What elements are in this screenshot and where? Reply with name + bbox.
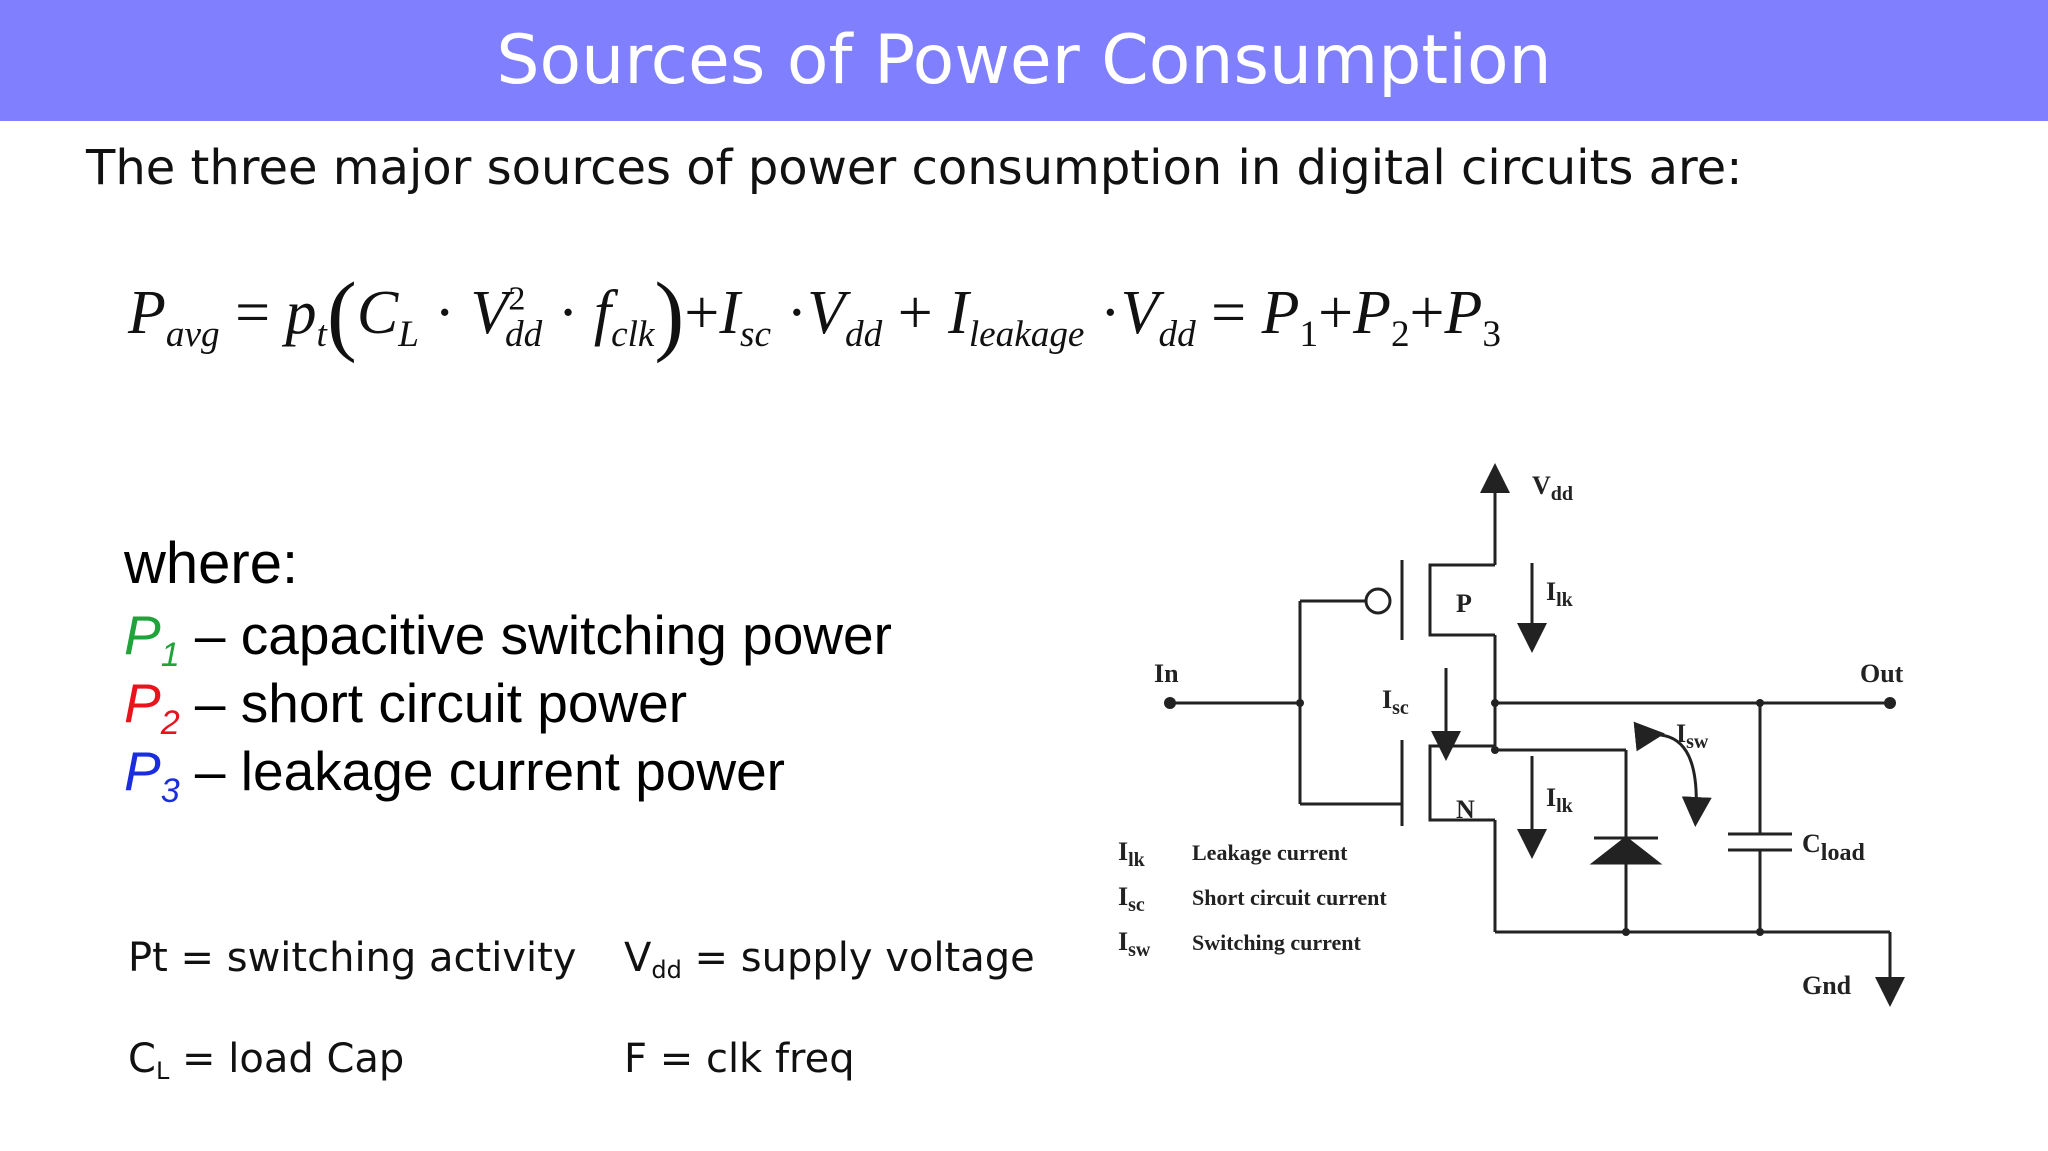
power-equation: Pavg = pt(CL · V2dd · fclk)+Isc ·Vdd + I…: [128, 270, 1501, 360]
cmos-inverter-diagram: Vdd P N Ilk Ilk Isc Isw In Out Cload Gnd…: [1118, 463, 1905, 1007]
gnd-label: Gnd: [1802, 971, 1852, 1000]
term-p3-symbol: P: [124, 740, 161, 802]
eq-r2-sub: 2: [1390, 314, 1410, 356]
isw-arrow: [1633, 721, 1712, 827]
term-p2: P2 – short circuit power: [124, 671, 687, 743]
vdd-label: Vdd: [1532, 471, 1573, 505]
eq-r3: P: [1444, 279, 1483, 348]
eq-f: f: [593, 279, 612, 348]
note-pt: Pt = switching activity: [128, 935, 577, 981]
term-p2-text: – short circuit power: [179, 672, 688, 734]
note-vdd-rest: = supply voltage: [681, 935, 1035, 981]
eq-r3-sub: 3: [1482, 314, 1501, 356]
term-p1-sub: 1: [160, 635, 180, 674]
term-p3: P3 – leakage current power: [124, 739, 785, 811]
junction-drain: [1491, 746, 1499, 754]
term-p2-sub: 2: [160, 703, 180, 742]
note-f: F = clk freq: [624, 1036, 855, 1082]
isw-label: Isw: [1676, 719, 1709, 753]
note-cl-rest: = load Cap: [169, 1036, 405, 1082]
legend-isc-symbol: Isc: [1118, 882, 1145, 916]
term-p1-symbol: P: [124, 604, 161, 666]
eq-r1-sub: 1: [1299, 314, 1319, 356]
intro-text: The three major sources of power consump…: [86, 140, 1743, 196]
legend-isc-desc: Short circuit current: [1192, 885, 1387, 910]
eq-plus-1: +: [684, 279, 720, 348]
input-dot: [1164, 697, 1176, 709]
eq-dot-2: ·: [557, 279, 579, 348]
eq-dot-4: ·: [1099, 279, 1121, 348]
isc-label: Isc: [1382, 685, 1409, 719]
eq-lhs-sub: avg: [165, 314, 220, 356]
eq-r1: P: [1261, 279, 1300, 348]
eq-equals-1: =: [235, 279, 271, 348]
eq-c: C: [356, 279, 399, 348]
eq-f-sub: clk: [611, 314, 655, 356]
junction-gate: [1296, 699, 1304, 707]
term-p3-text: – leakage current power: [179, 740, 785, 802]
slide-title: Sources of Power Consumption: [496, 21, 1552, 100]
note-cl: CL = load Cap: [128, 1036, 404, 1085]
eq-v2-sub: dd: [845, 314, 883, 356]
eq-p: p: [285, 279, 317, 348]
eq-lparen: (: [326, 265, 357, 364]
term-p2-symbol: P: [124, 672, 161, 734]
eq-c-sub: L: [398, 314, 419, 356]
eq-lhs: P: [128, 279, 166, 348]
eq-r2: P: [1353, 279, 1391, 348]
note-cl-sub: L: [155, 1057, 170, 1086]
cload-label: Cload: [1802, 829, 1865, 866]
junction-out: [1491, 699, 1499, 707]
nmos-body: [1428, 744, 1495, 822]
eq-i1-sub: sc: [739, 314, 771, 356]
eq-plus-4: +: [1409, 279, 1445, 348]
legend-isw-symbol: Isw: [1118, 927, 1151, 961]
note-vdd-main: V: [624, 935, 652, 981]
legend-ilk-desc: Leakage current: [1192, 840, 1348, 865]
note-cl-main: C: [128, 1036, 156, 1082]
junction-cap-top: [1756, 699, 1764, 707]
where-label: where:: [124, 531, 299, 596]
eq-i1: I: [719, 279, 740, 348]
term-p1: P1 – capacitive switching power: [124, 603, 892, 675]
ilk-bot-label: Ilk: [1546, 783, 1574, 817]
eq-plus-3: +: [1318, 279, 1354, 348]
eq-v1: V: [470, 279, 509, 348]
eq-rparen: ): [654, 265, 685, 364]
eq-i2: I: [948, 279, 969, 348]
eq-v1-sup: 2: [508, 280, 526, 318]
term-p1-text: – capacitive switching power: [179, 604, 892, 666]
eq-p-sub: t: [316, 314, 327, 356]
note-vdd: Vdd = supply voltage: [624, 935, 1035, 984]
eq-plus-2: +: [897, 279, 933, 348]
junction-cap-bot: [1756, 928, 1764, 936]
note-vdd-sub: dd: [651, 956, 682, 985]
eq-equals-2: =: [1211, 279, 1247, 348]
junction-diode-bot: [1622, 928, 1630, 936]
legend-ilk-symbol: Ilk: [1118, 837, 1146, 871]
out-label: Out: [1860, 659, 1904, 688]
eq-v2: V: [807, 279, 845, 348]
output-dot: [1884, 697, 1896, 709]
eq-dot-1: ·: [434, 279, 456, 348]
eq-v3: V: [1120, 279, 1159, 348]
title-bar: [0, 0, 2048, 121]
pmos-gate-bubble: [1364, 587, 1392, 615]
eq-v1-sub: dd: [505, 314, 543, 356]
eq-v3-sub: dd: [1158, 314, 1196, 356]
pmos-body: [1428, 563, 1495, 637]
nmos-label: N: [1456, 795, 1475, 824]
term-p3-sub: 3: [160, 771, 180, 810]
pmos-label: P: [1456, 589, 1472, 618]
eq-i2-sub: leakage: [968, 314, 1085, 356]
eq-dot-3: ·: [786, 279, 808, 348]
legend-isw-desc: Switching current: [1192, 930, 1362, 955]
ilk-top-label: Ilk: [1546, 577, 1574, 611]
in-label: In: [1154, 659, 1179, 688]
diode-symbol: [1589, 836, 1663, 865]
